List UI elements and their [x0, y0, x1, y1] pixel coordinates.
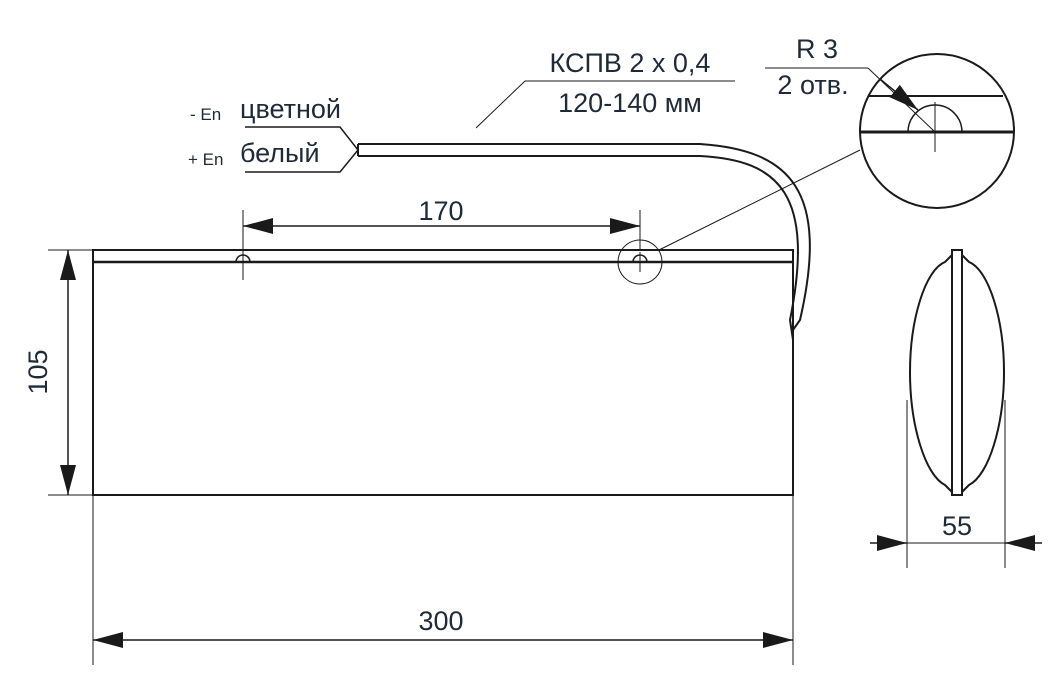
side-view-center-plate: [951, 249, 963, 496]
wire-split: [245, 126, 359, 173]
dim-170-label: 170: [418, 196, 463, 226]
wire-pos-sign: + En: [188, 150, 223, 169]
radius-arrow: [879, 78, 919, 111]
radius-label: R 3: [796, 34, 838, 64]
radius-leader-line: [867, 67, 936, 133]
detail-leader-line: [658, 149, 861, 251]
housing-side-view: [908, 254, 1006, 493]
dim-300-label: 300: [418, 606, 463, 636]
cable-outer-edge: [358, 143, 811, 331]
cable-label-leader: [475, 80, 526, 129]
dim-55-label: 55: [942, 511, 972, 541]
wire-neg-sign: - En: [190, 105, 221, 124]
cable-inner-edge: [358, 155, 799, 341]
cable-type-label: КСПВ 2 х 0,4: [550, 48, 711, 78]
cable-length-label: 120-140 мм: [558, 88, 702, 118]
wire-pos-color: белый: [240, 138, 320, 168]
dim-105-label: 105: [23, 349, 53, 394]
wire-neg-color: цветной: [240, 94, 341, 124]
housing-front-view: [92, 249, 794, 496]
holes-label: 2 отв.: [777, 70, 848, 100]
